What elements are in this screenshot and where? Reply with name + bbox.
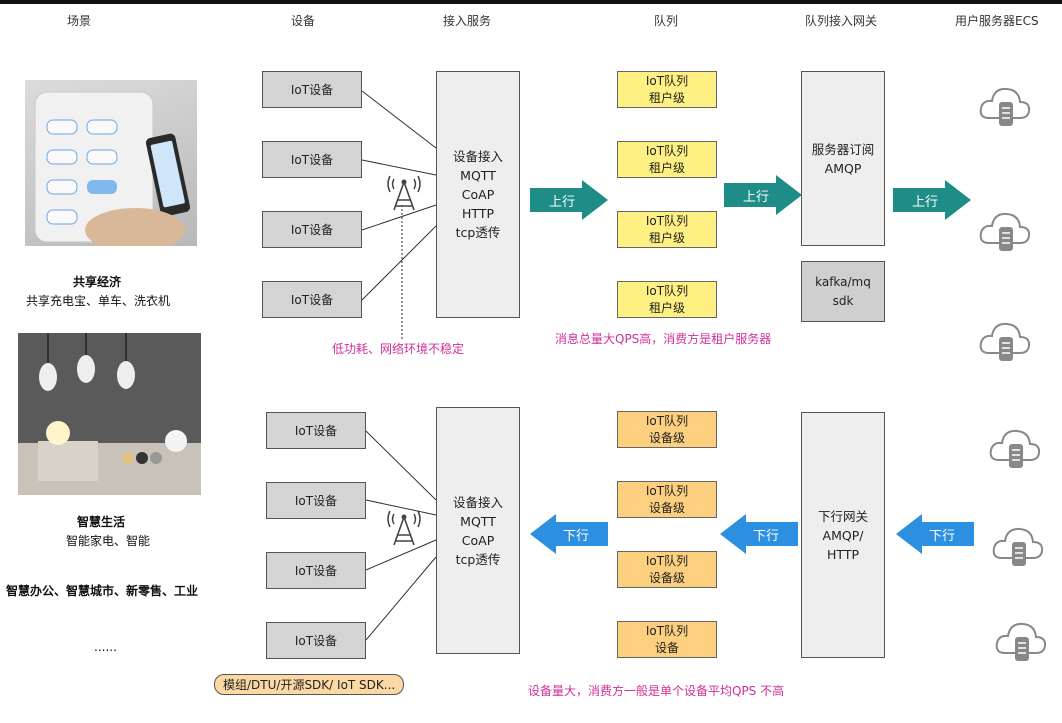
cloud-server-icon xyxy=(979,87,1031,126)
up-arrow-label: 上行 xyxy=(911,194,938,210)
top-access-line: CoAP xyxy=(461,187,495,202)
bottom-gateway: 下行网关 AMQP/ HTTP xyxy=(801,412,885,658)
scene-subtitle-2: 智能家电、智能 xyxy=(66,534,151,548)
top-iot-device-2: IoT设备 xyxy=(262,141,362,178)
queue-line2: 设备级 xyxy=(648,500,685,515)
up-arrow-3: 上行 xyxy=(893,180,971,220)
scene-title-2: 智慧生活 xyxy=(77,515,126,529)
up-arrow-label: 上行 xyxy=(742,189,769,205)
queue-line2: 租户级 xyxy=(648,160,685,175)
gateway-line: HTTP xyxy=(827,546,859,562)
bottom-access-line: MQTT xyxy=(460,513,496,529)
top-border xyxy=(0,0,1062,4)
note-queue-device: 设备量大，消费方一般是单个设备平均QPS 不高 xyxy=(528,684,785,698)
queue-line1: IoT队列 xyxy=(645,413,689,428)
sdk-line: sdk xyxy=(832,293,854,308)
queue-line1: IoT队列 xyxy=(645,553,689,568)
scene-title-3: 智慧办公、智慧城市、新零售、工业 xyxy=(6,584,199,598)
gateway-line: AMQP xyxy=(824,160,862,176)
bottom-access-line: 设备接入 xyxy=(452,494,503,510)
top-access-line: 设备接入 xyxy=(452,149,503,164)
header-device: 设备 xyxy=(291,14,316,28)
queue-line1: IoT队列 xyxy=(645,623,689,638)
queue-line1: IoT队列 xyxy=(645,143,689,158)
sdk-box: kafka/mq sdk xyxy=(801,261,885,322)
queue-line1: IoT队列 xyxy=(645,213,689,228)
top-gateway: 服务器订阅 AMQP xyxy=(801,71,885,246)
header-gateway: 队列接入网关 xyxy=(805,14,878,28)
gateway-line: AMQP/ xyxy=(822,527,864,543)
up-arrow-label: 上行 xyxy=(548,194,575,210)
bottom-iot-device-4: IoT设备 xyxy=(266,622,366,659)
top-iot-device-1: IoT设备 xyxy=(262,71,362,108)
top-access-line: MQTT xyxy=(460,168,496,183)
queue-line2: 租户级 xyxy=(648,300,685,315)
bottom-queue-2: IoT队列 设备级 xyxy=(617,481,717,518)
scene-title-1: 共享经济 xyxy=(73,275,122,289)
queue-line1: IoT队列 xyxy=(645,73,689,88)
top-iot-device-4: IoT设备 xyxy=(262,281,362,318)
down-arrow-2: 下行 xyxy=(720,514,798,554)
cloud-server-icon xyxy=(989,429,1041,468)
up-arrow-1: 上行 xyxy=(530,180,608,220)
top-access-line: HTTP xyxy=(462,206,494,221)
queue-line1: IoT队列 xyxy=(645,483,689,498)
top-queue-4: IoT队列 租户级 xyxy=(617,281,717,318)
cloud-server-icon xyxy=(979,212,1031,251)
bottom-access-line: tcp透传 xyxy=(455,551,501,567)
sdk-line: kafka/mq xyxy=(815,274,871,289)
top-iot-device-3: IoT设备 xyxy=(262,211,362,248)
bottom-iot-device-2: IoT设备 xyxy=(266,482,366,519)
sdk-pill: 模组/DTU/开源SDK/ IoT SDK... xyxy=(214,674,405,695)
top-queue-2: IoT队列 租户级 xyxy=(617,141,717,178)
up-arrow-2: 上行 xyxy=(724,175,802,215)
down-arrow-3: 下行 xyxy=(896,514,974,554)
top-queue-3: IoT队列 租户级 xyxy=(617,211,717,248)
scene-subtitle-1: 共享充电宝、单车、洗衣机 xyxy=(26,294,171,308)
bottom-access-line: CoAP xyxy=(461,532,495,548)
queue-line2: 设备 xyxy=(654,640,679,655)
antenna-icon xyxy=(387,175,421,211)
scene-more: ...... xyxy=(94,640,117,654)
down-arrow-label: 下行 xyxy=(928,528,955,544)
bottom-iot-device-3: IoT设备 xyxy=(266,552,366,589)
cloud-server-icon xyxy=(979,322,1031,361)
queue-line2: 租户级 xyxy=(648,230,685,245)
top-access-line: tcp透传 xyxy=(455,225,501,240)
bottom-queue-4: IoT队列 设备 xyxy=(617,621,717,658)
header-access: 接入服务 xyxy=(443,14,492,28)
gateway-line: 服务器订阅 xyxy=(811,141,875,157)
queue-line2: 租户级 xyxy=(648,90,685,105)
shared-economy-photo xyxy=(25,80,197,246)
queue-line2: 设备级 xyxy=(648,430,685,445)
queue-line2: 设备级 xyxy=(648,570,685,585)
queue-line1: IoT队列 xyxy=(645,283,689,298)
smart-life-photo xyxy=(18,333,201,495)
antenna-icon-bottom xyxy=(387,510,421,546)
top-queue-1: IoT队列 租户级 xyxy=(617,71,717,108)
cloud-server-icon xyxy=(992,527,1044,566)
top-access-service: 设备接入 MQTT CoAP HTTP tcp透传 xyxy=(436,71,520,318)
gateway-line: 下行网关 xyxy=(817,508,868,524)
header-scene: 场景 xyxy=(67,14,92,28)
down-arrow-label: 下行 xyxy=(562,528,589,544)
bottom-access-service: 设备接入 MQTT CoAP tcp透传 xyxy=(436,407,520,654)
bottom-queue-3: IoT队列 设备级 xyxy=(617,551,717,588)
down-arrow-label: 下行 xyxy=(752,528,779,544)
header-queue: 队列 xyxy=(654,14,679,28)
down-arrow-1: 下行 xyxy=(530,514,608,554)
bottom-iot-device-1: IoT设备 xyxy=(266,412,366,449)
cloud-server-icon xyxy=(995,622,1047,661)
bottom-queue-1: IoT队列 设备级 xyxy=(617,411,717,448)
note-queue-tenant: 消息总量大QPS高，消费方是租户服务器 xyxy=(555,332,772,346)
header-ecs: 用户服务器ECS xyxy=(955,14,1039,28)
note-device-low-power: 低功耗、网络环境不稳定 xyxy=(332,342,465,356)
